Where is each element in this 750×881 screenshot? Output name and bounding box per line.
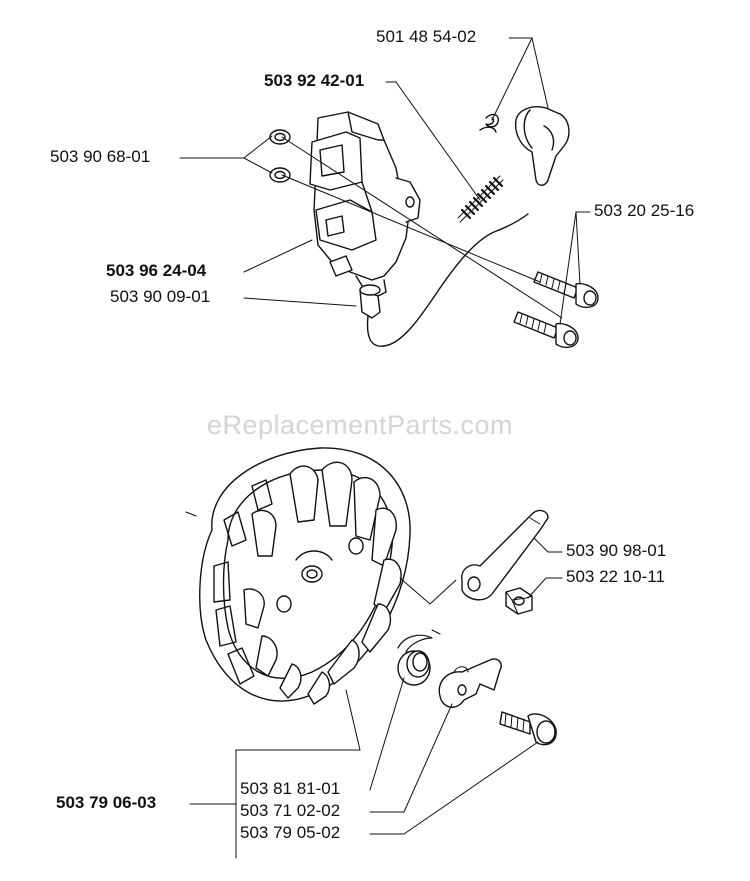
link-arm [461, 509, 549, 601]
part-label-503-90-09-01: 503 90 09-01 [110, 287, 211, 306]
ignition-lead [366, 213, 529, 347]
part-label-503-96-24-04: 503 96 24-04 [106, 261, 207, 280]
part-label-503-90-98-01: 503 90 98-01 [566, 541, 667, 560]
watermark: eReplacementParts.com [206, 410, 514, 440]
conductor-spring [457, 175, 504, 223]
part-label-503-79-06-03: 503 79 06-03 [56, 793, 157, 812]
part-label-503-20-25-16: 503 20 25-16 [594, 201, 695, 220]
part-label-503-71-02-02: 503 71 02-02 [240, 801, 341, 820]
screw-upper [533, 271, 599, 309]
pawl-spring [397, 629, 441, 653]
part-label-503-90-68-01: 503 90 68-01 [50, 147, 151, 166]
part-label-501-48-54-02: 501 48 54-02 [376, 27, 477, 46]
ignition-module [309, 111, 421, 319]
flywheel [185, 447, 411, 705]
part-label-503-81-81-01: 503 81 81-01 [240, 779, 341, 798]
spring-clip [479, 113, 500, 133]
leader-lines-lower [189, 537, 563, 859]
washer-lower [269, 167, 291, 183]
starter-pawl [438, 658, 502, 708]
screw-lower [513, 311, 579, 349]
part-label-503-92-42-01: 503 92 42-01 [264, 71, 365, 90]
part-label-503-22-10-11: 503 22 10-11 [566, 567, 665, 586]
bushing-ring [397, 650, 431, 686]
spark-plug-boot [514, 106, 570, 186]
washer-upper [269, 129, 291, 145]
leader-lines-upper [179, 37, 591, 325]
part-label-503-79-05-02: 503 79 05-02 [240, 823, 341, 842]
hex-nut [505, 587, 533, 615]
shoulder-bolt [499, 711, 557, 746]
